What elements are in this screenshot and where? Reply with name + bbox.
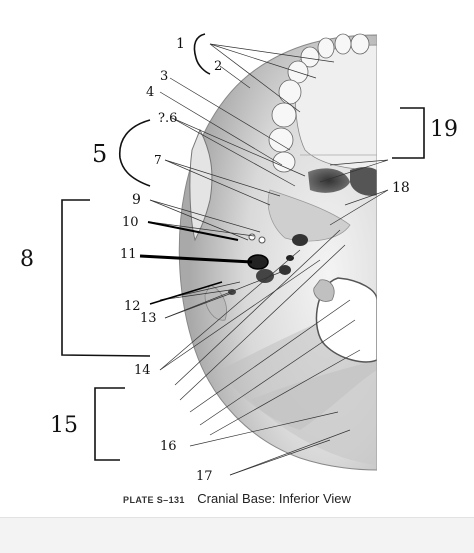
label-4: 4: [146, 85, 154, 100]
label-10: 10: [122, 215, 139, 230]
label-2: 2: [214, 59, 222, 74]
label-5: 5: [92, 140, 107, 168]
foramen-small: [258, 236, 266, 244]
label-12: 12: [124, 299, 141, 314]
skull-illustration: [178, 33, 377, 471]
label-9: 9: [132, 192, 141, 208]
teeth: [268, 33, 370, 173]
choanae: [308, 168, 350, 193]
vomer-region: [350, 167, 377, 196]
plate-number: PLATE S–131: [123, 495, 185, 505]
jugular-foramen: [256, 269, 274, 283]
leader-lines: [149, 43, 389, 476]
label-3: 3: [160, 69, 168, 84]
figure-title: Cranial Base: Inferior View: [197, 491, 351, 506]
label-11: 11: [120, 247, 137, 262]
figure-caption: PLATE S–131 Cranial Base: Inferior View: [0, 490, 474, 508]
label-7: 7: [154, 153, 162, 167]
bottom-bar: [0, 517, 474, 553]
foramen-lacerum: [292, 234, 308, 246]
label-19: 19: [430, 117, 458, 142]
occipital-condyle: [313, 279, 335, 302]
label-13: 13: [140, 311, 157, 326]
label-15: 15: [50, 413, 78, 438]
bracket-5: [119, 119, 151, 187]
bracket-8: [61, 199, 151, 357]
bracket-1: [193, 33, 211, 75]
leader-12: [149, 281, 223, 305]
bracket-15: [94, 387, 125, 461]
sphenoid-region: [267, 189, 351, 242]
carotid-canal: [279, 265, 291, 275]
label-group: 1 2 3 4 5 ?.6 7 8 9 10 11 12 13 14 15 16…: [20, 36, 458, 484]
leader-11: [139, 254, 253, 264]
zygomatic-arch: [189, 128, 213, 242]
leader-10: [147, 221, 239, 241]
label-1: 1: [176, 36, 185, 52]
brackets: [61, 33, 425, 461]
label-14: 14: [134, 363, 151, 378]
label-16: 16: [160, 439, 177, 454]
label-8: 8: [20, 247, 34, 272]
label-17: 17: [196, 469, 213, 484]
label-6: ?.6: [158, 111, 177, 126]
bracket-19: [392, 107, 425, 159]
label-18: 18: [392, 180, 410, 196]
foramen-spinosum: [248, 233, 256, 241]
